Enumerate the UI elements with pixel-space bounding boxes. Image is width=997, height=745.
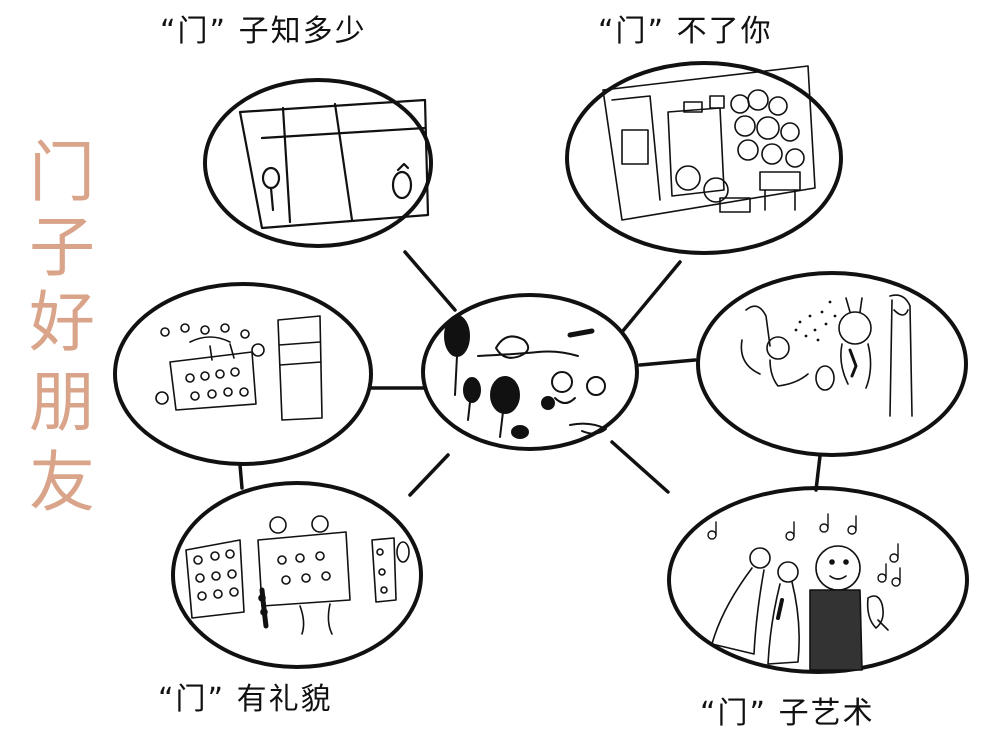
label-top-left: “门” 子知多少 — [160, 14, 367, 49]
vertical-title-char-3: 好 — [29, 284, 95, 361]
node-bottom-left-drawing — [171, 481, 423, 669]
vertical-title-char-5: 友 — [29, 444, 95, 521]
node-bottom-right-drawing — [667, 486, 969, 674]
central-drawing-node — [421, 293, 639, 451]
connector-left-stack — [238, 463, 244, 490]
label-bottom-left: “门” 有礼貌 — [158, 682, 333, 717]
connector-top-left — [403, 250, 457, 312]
connector-top-right — [620, 260, 682, 334]
vertical-title-char-2: 子 — [29, 209, 95, 286]
node-middle-left-drawing — [113, 282, 373, 466]
connector-right-stack — [814, 454, 822, 492]
label-bottom-right: “门” 子艺术 — [700, 696, 875, 731]
node-top-left-drawing — [203, 78, 433, 248]
connector-bottom-right — [610, 440, 670, 494]
label-top-right: “门” 不了你 — [598, 14, 773, 49]
vertical-title-char-1: 门 — [29, 134, 95, 211]
node-top-right-drawing — [565, 61, 843, 255]
node-middle-right-drawing — [696, 271, 968, 457]
vertical-title-char-4: 朋 — [29, 364, 95, 441]
connector-bottom-left — [408, 453, 450, 497]
connector-middle-right — [638, 358, 697, 367]
